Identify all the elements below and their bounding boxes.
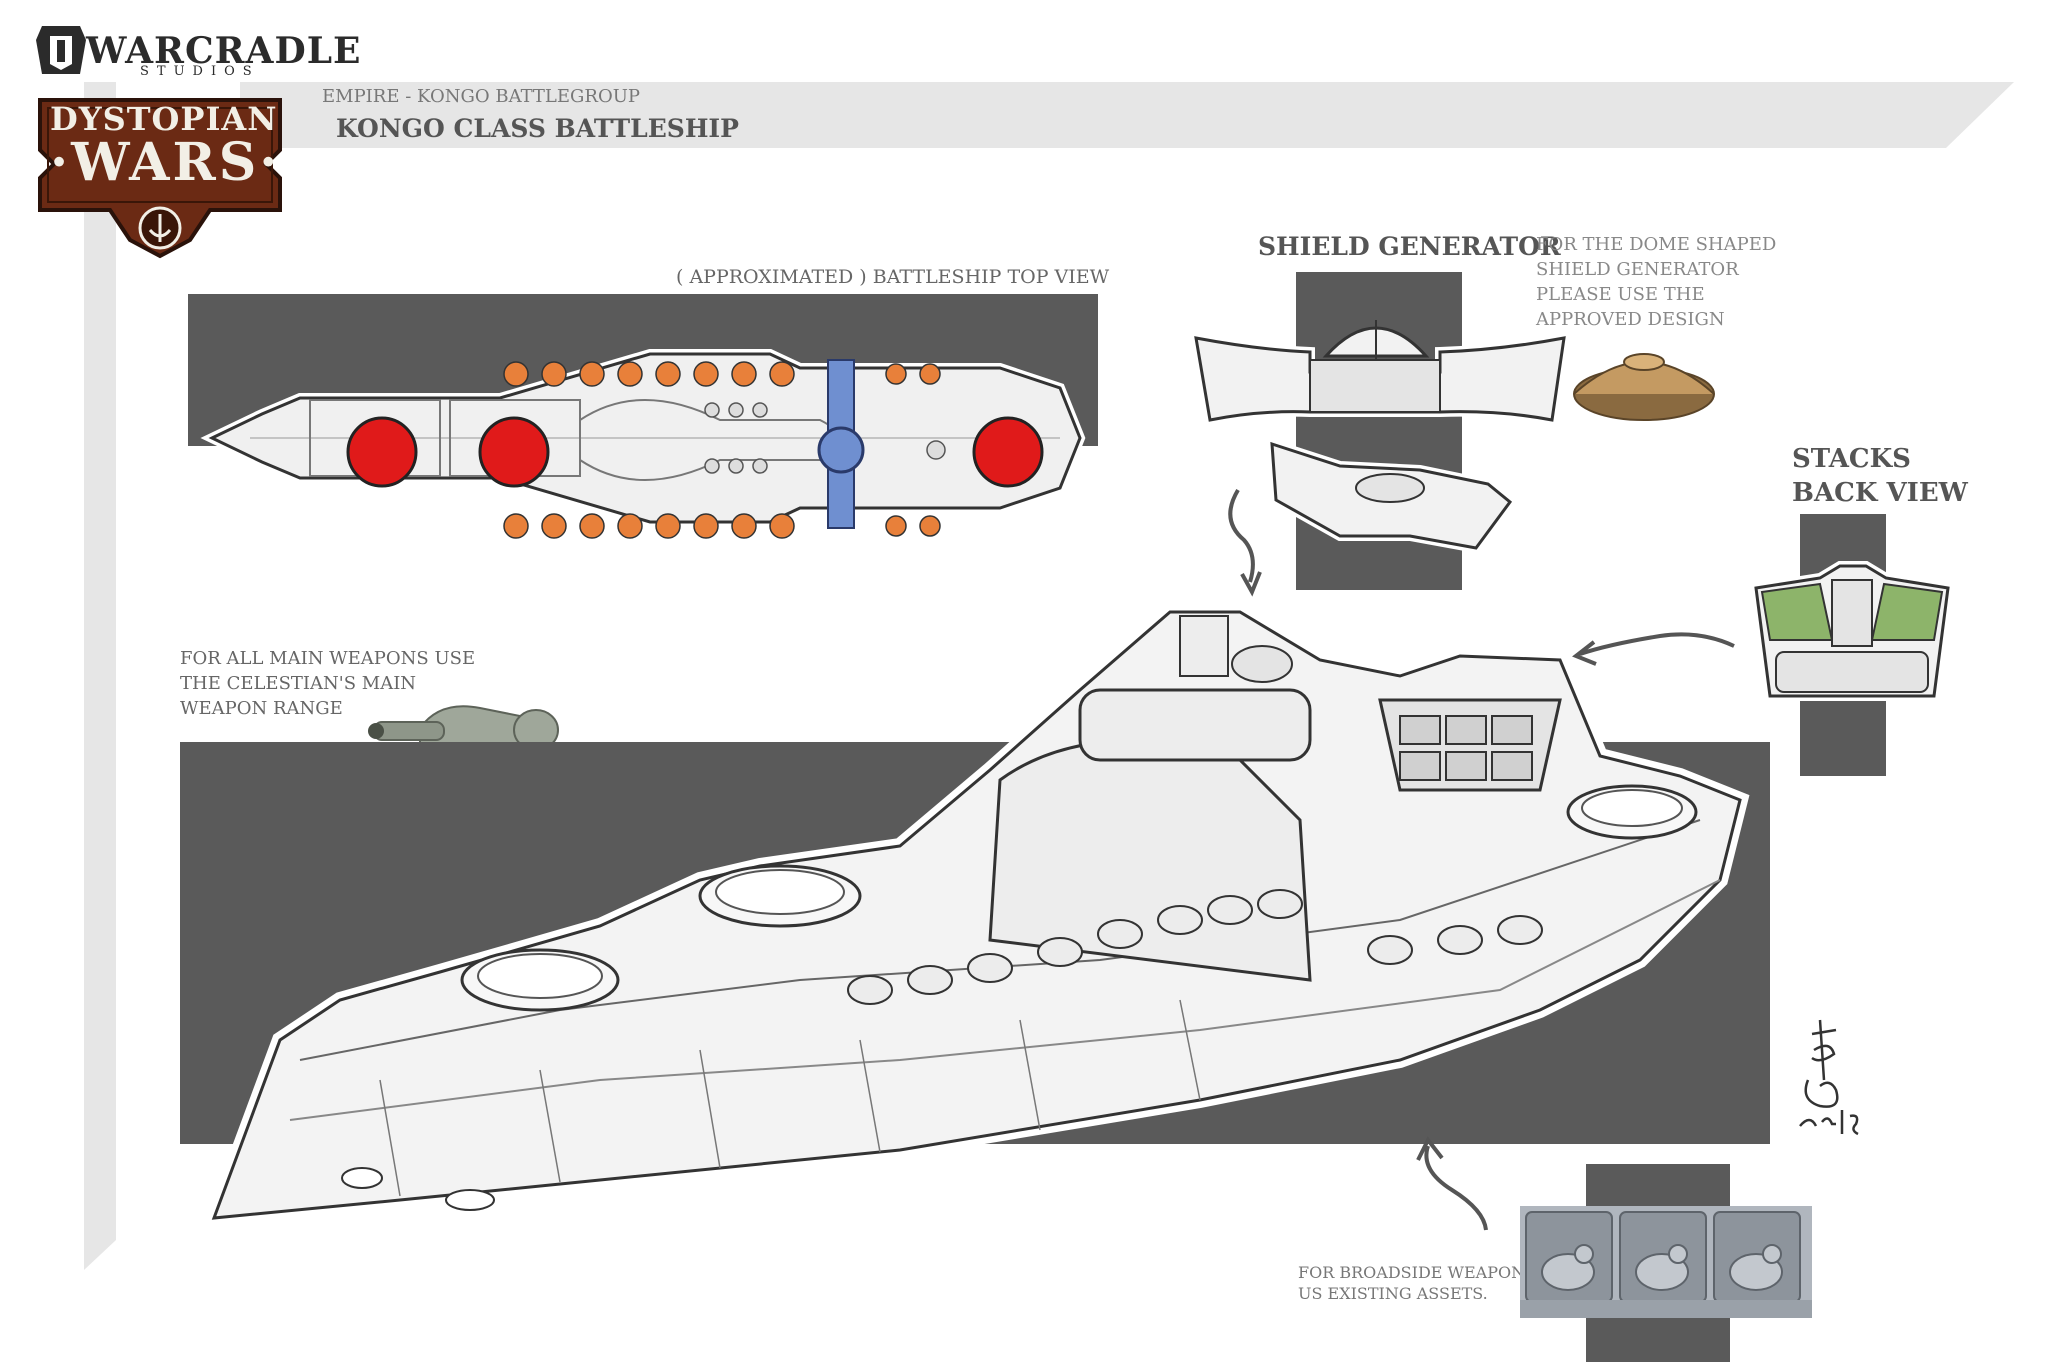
warcradle-logo — [36, 26, 86, 74]
warcradle-name: WARCRADLE — [86, 30, 362, 72]
ship-title: KONGO CLASS BATTLESHIP — [336, 114, 739, 143]
faction-title: EMPIRE - KONGO BATTLEGROUP — [322, 86, 640, 107]
shield-generator-title: SHIELD GENERATOR — [1258, 232, 1561, 261]
main-weapon-note: FOR ALL MAIN WEAPONS USE THE CELESTIAN'S… — [180, 648, 476, 719]
artist-signature — [1799, 1019, 1859, 1136]
dystopian-wars-line1: DYSTOPIAN — [50, 100, 278, 138]
stacks-back-view-title: STACKS BACK VIEW — [1792, 444, 1968, 508]
broadside-weapons-note: FOR BROADSIDE WEAPONS US EXISTING ASSETS… — [1298, 1263, 1537, 1303]
warcradle-sub: STUDIOS — [140, 64, 260, 79]
dystopian-wars-logo — [38, 98, 282, 259]
top-view-label: ( APPROXIMATED ) BATTLESHIP TOP VIEW — [676, 266, 1110, 288]
dystopian-wars-line2: ·WARS· — [50, 132, 281, 193]
shield-generator-note: FOR THE DOME SHAPED SHIELD GENERATOR PLE… — [1536, 234, 1777, 330]
